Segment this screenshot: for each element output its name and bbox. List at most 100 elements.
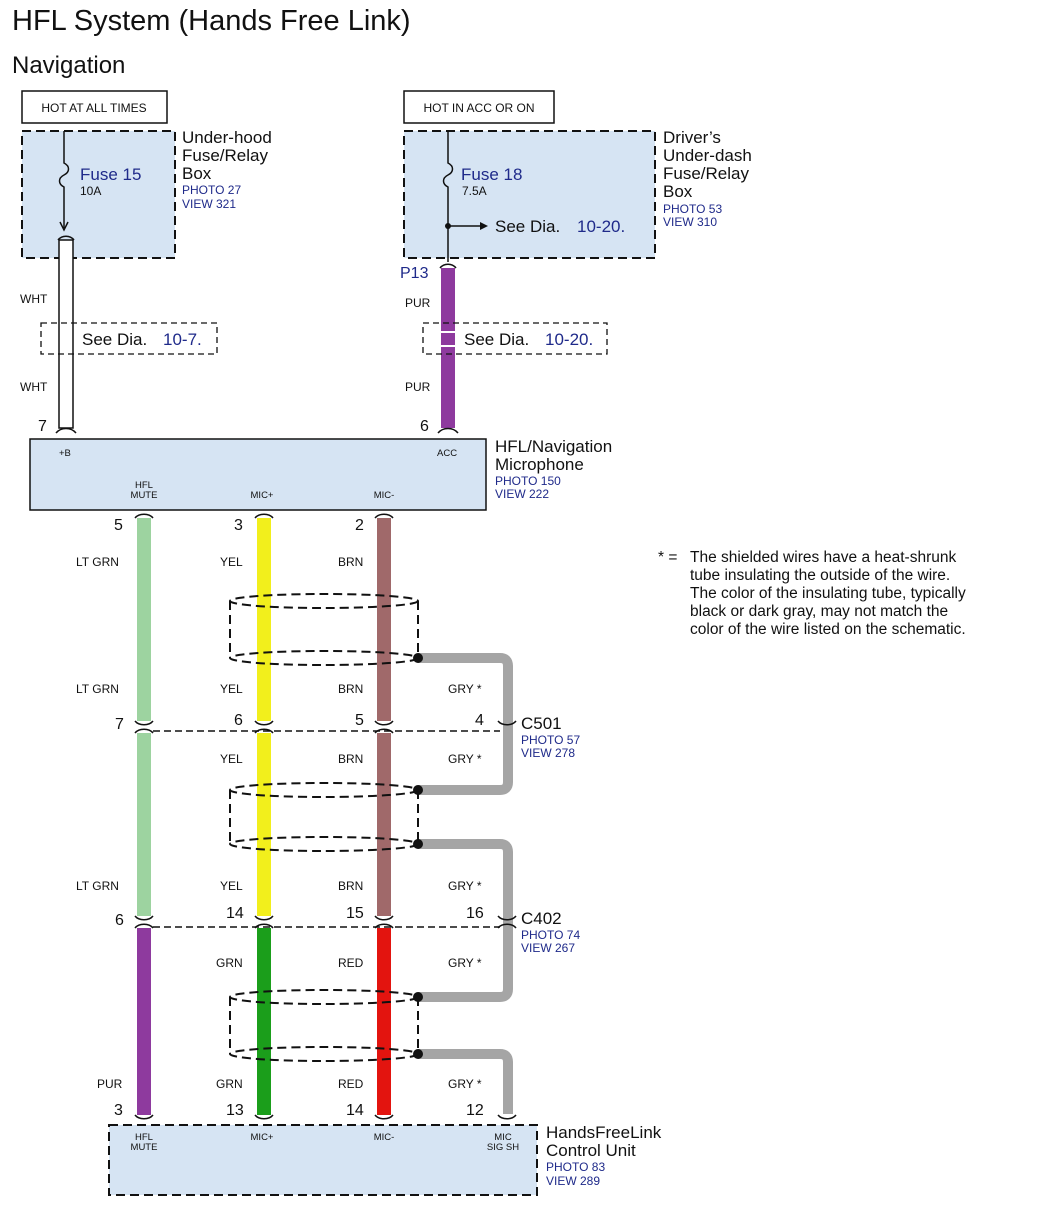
connector-c501-view: VIEW 278 xyxy=(521,746,575,760)
label-pur-1: PUR xyxy=(97,1077,123,1091)
c501-pin-7: 7 xyxy=(115,716,124,733)
cu-pin-12: 12 xyxy=(466,1102,484,1119)
see-dia-10-20-ref[interactable]: 10-20. xyxy=(545,330,593,349)
mic-pin-6: 6 xyxy=(420,418,429,435)
hot-in-acc-box xyxy=(403,90,555,124)
note-line-2: tube insulating the outside of the wire. xyxy=(690,567,950,584)
label-gry-3: GRY * xyxy=(448,879,482,893)
mic-pin-6-end xyxy=(437,427,459,434)
cu-pin-13: 13 xyxy=(226,1102,244,1119)
fuse-18-label: Fuse 18 xyxy=(461,165,522,184)
label-grn-1: GRN xyxy=(216,956,243,970)
hot-in-acc-label: HOT IN ACC OR ON xyxy=(423,101,534,115)
shield-drain-dot-4 xyxy=(413,992,423,1002)
under-dash-box-name-1: Driver’s xyxy=(663,128,721,147)
wire-gry-drain-cu[interactable] xyxy=(418,1049,513,1114)
wire-yel-seg2[interactable] xyxy=(257,733,271,916)
mic-pin-3: 3 xyxy=(234,517,243,534)
fuse-18-rating: 7.5A xyxy=(462,184,487,198)
under-dash-box-name-3: Fuse/Relay xyxy=(663,164,749,183)
under-hood-box-view: VIEW 321 xyxy=(182,197,236,211)
wire-pur-seg3[interactable] xyxy=(137,928,151,1115)
label-lt-grn-3: LT GRN xyxy=(76,879,119,893)
microphone-name-2: Microphone xyxy=(495,455,584,474)
label-yel-3: YEL xyxy=(220,752,243,766)
label-brn-3: BRN xyxy=(338,752,363,766)
wire-pur-end-top xyxy=(439,263,457,269)
connector-c402-label: C402 xyxy=(521,909,562,928)
under-hood-box-name-1: Under-hood xyxy=(182,128,272,147)
wire-pur-label-2: PUR xyxy=(405,380,431,394)
handsfreelink-control-unit[interactable] xyxy=(108,1124,538,1196)
wire-wht-label-2: WHT xyxy=(20,380,48,394)
under-dash-box-view: VIEW 310 xyxy=(663,215,717,229)
wire-lt-grn-seg2[interactable] xyxy=(137,733,151,916)
under-hood-box-name-3: Box xyxy=(182,164,212,183)
mic-pin-7-end xyxy=(55,427,77,434)
see-dia-10-20-wire xyxy=(441,333,455,345)
cu-terminal-sig-sh: SIG SH xyxy=(487,1142,519,1153)
label-grn-2: GRN xyxy=(216,1077,243,1091)
hot-at-all-times-label: HOT AT ALL TIMES xyxy=(41,101,146,115)
under-dash-box-name-2: Under-dash xyxy=(663,146,752,165)
wire-wht-end-top xyxy=(57,235,75,241)
see-dia-10-7-gap xyxy=(55,331,77,347)
hfl-navigation-microphone[interactable] xyxy=(29,438,487,511)
c402-pin-14: 14 xyxy=(226,905,244,922)
fuse-15-label: Fuse 15 xyxy=(80,165,141,184)
label-brn-1: BRN xyxy=(338,555,363,569)
branch-arrow-icon xyxy=(480,222,488,230)
shield-drain-dot-3 xyxy=(413,839,423,849)
wire-yel-seg1[interactable] xyxy=(257,518,271,721)
wire-red-seg3[interactable] xyxy=(377,928,391,1115)
wire-gry-drain-c402[interactable] xyxy=(418,839,513,1002)
cu-terminal-mic-plus: MIC+ xyxy=(251,1132,274,1143)
wire-wht-label-1: WHT xyxy=(20,292,48,306)
wire-pur-acc[interactable] xyxy=(441,268,455,428)
fuse-15-rating: 10A xyxy=(80,184,101,198)
mic-terminal-mic-plus: MIC+ xyxy=(251,490,274,501)
page-title: HFL System (Hands Free Link) xyxy=(12,5,411,37)
wire-gry-drain-c501[interactable] xyxy=(418,653,513,795)
fuse-18-see-dia-ref[interactable]: 10-20. xyxy=(577,217,625,236)
connector-c501-photo: PHOTO 57 xyxy=(521,733,580,747)
under-hood-fuse-box xyxy=(21,130,176,259)
c402-pin-15: 15 xyxy=(346,905,364,922)
label-brn-4: BRN xyxy=(338,879,363,893)
wire-brn-seg1[interactable] xyxy=(377,518,391,721)
note-line-4: black or dark gray, may not match the xyxy=(690,603,948,620)
mic-terminal-plus-b: +B xyxy=(59,448,71,459)
shield-drain-dot-1 xyxy=(413,653,423,663)
wire-lt-grn-seg1[interactable] xyxy=(137,518,151,721)
under-dash-fuse-box xyxy=(403,130,656,259)
mic-pin-2: 2 xyxy=(355,517,364,534)
under-dash-box-photo: PHOTO 53 xyxy=(663,202,722,216)
control-unit-view: VIEW 289 xyxy=(546,1174,600,1188)
wire-grn-seg3[interactable] xyxy=(257,928,271,1115)
wire-brn-seg2[interactable] xyxy=(377,733,391,916)
see-dia-10-7-box xyxy=(40,322,218,355)
cu-pin-14: 14 xyxy=(346,1102,364,1119)
note-line-5: color of the wire listed on the schemati… xyxy=(690,621,966,638)
c501-pin-4: 4 xyxy=(475,712,484,729)
label-yel-4: YEL xyxy=(220,879,243,893)
see-dia-10-20-box xyxy=(422,322,608,355)
mic-terminal-hfl: HFL xyxy=(135,480,153,491)
c501-pin-5: 5 xyxy=(355,712,364,729)
page-subtitle: Navigation xyxy=(12,52,125,79)
cu-terminal-mute: MUTE xyxy=(131,1142,158,1153)
under-hood-box-name-2: Fuse/Relay xyxy=(182,146,268,165)
cu-terminal-mic: MIC xyxy=(494,1132,512,1143)
c402-pin-16: 16 xyxy=(466,905,484,922)
see-dia-10-7-ref[interactable]: 10-7. xyxy=(163,330,202,349)
label-red-1: RED xyxy=(338,956,364,970)
label-yel-2: YEL xyxy=(220,682,243,696)
connector-p13-label: P13 xyxy=(400,265,429,282)
label-brn-2: BRN xyxy=(338,682,363,696)
label-gry-2: GRY * xyxy=(448,752,482,766)
control-unit-photo: PHOTO 83 xyxy=(546,1160,605,1174)
fuse-15-symbol xyxy=(58,131,70,228)
hot-at-all-times-box xyxy=(21,90,168,124)
connector-c501-label: C501 xyxy=(521,714,562,733)
